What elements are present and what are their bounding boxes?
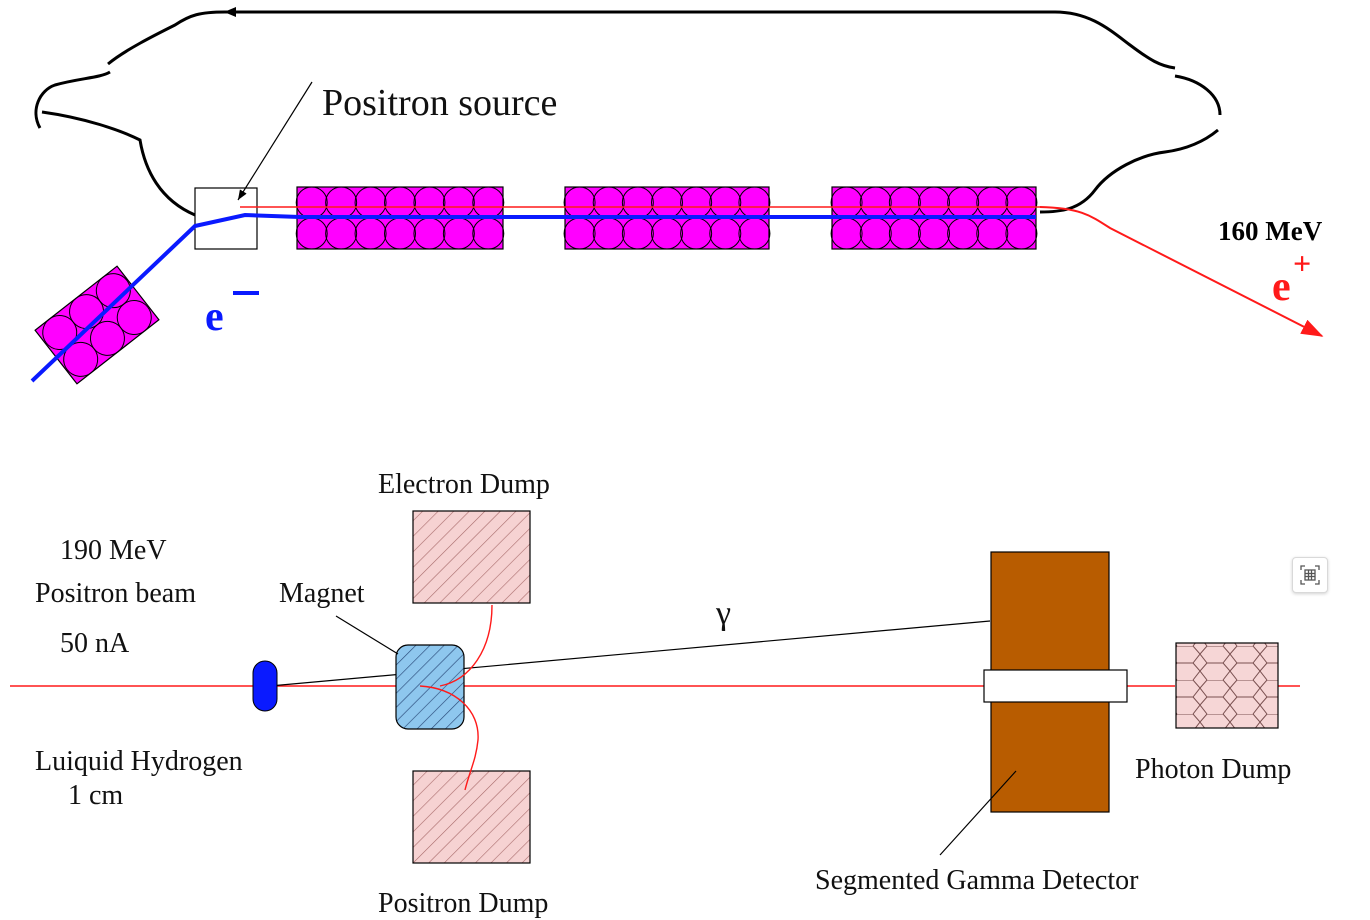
gamma-ray-line [269,620,991,687]
positron-source-box [194,187,258,250]
target-label-line2: 1 cm [68,780,123,811]
positron-source-label: Positron source [322,82,557,124]
positron-superscript: + [1293,245,1311,281]
beam-energy-label: 190 MeV [60,535,167,566]
photon-dump [1175,642,1279,729]
grid-capture-icon [1300,565,1320,585]
grid-capture-button[interactable] [1292,557,1328,593]
gamma-label: γ [715,595,731,632]
positron-exit-arrow [1039,206,1324,337]
recirculation-loop [34,7,1222,217]
source-pointer-arrow [237,81,313,201]
target-label-line1: Luiquid Hydrogen [35,746,243,777]
positron-track [419,685,479,791]
beam-current-label: 50 nA [60,628,130,659]
electron-beam [30,212,1036,383]
detector-label: Segmented Gamma Detector [815,865,1139,896]
electron-symbol: e [205,294,224,340]
beam-type-label: Positron beam [35,578,196,609]
positron-symbol: e [1272,264,1291,310]
electron-superscript-bar [233,291,259,295]
electron-dump [412,510,531,604]
injector-magnet [34,265,160,385]
hydrogen-target [252,660,278,712]
energy-160-label: 160 MeV [1218,216,1323,246]
detector-pointer [939,770,1017,856]
magnet-label: Magnet [279,578,365,609]
detector-aperture [983,669,1128,703]
electron-dump-label: Electron Dump [378,469,550,500]
electron-track [439,604,493,687]
positron-dump-label: Positron Dump [378,888,548,919]
photon-dump-label: Photon Dump [1135,754,1291,785]
magnet-pointer [335,615,399,655]
positron-dump [412,770,531,864]
